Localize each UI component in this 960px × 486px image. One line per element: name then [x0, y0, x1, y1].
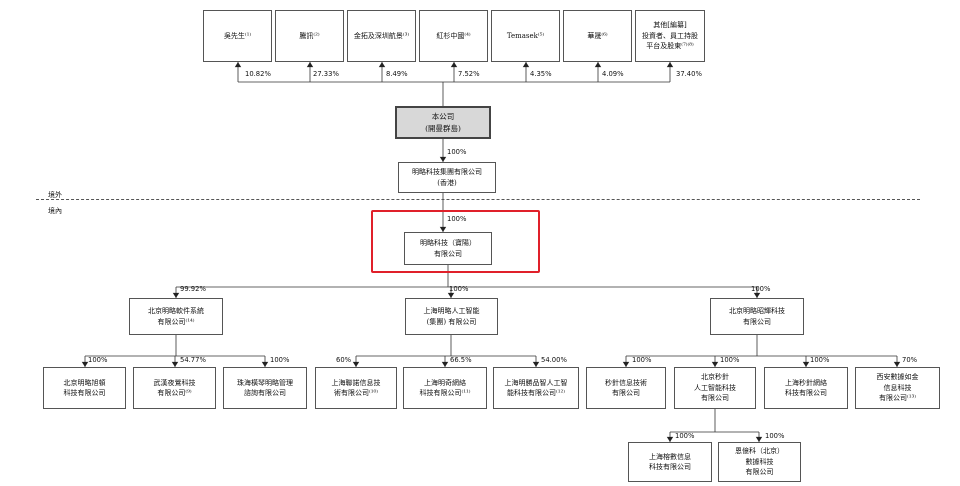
connector-arrow-41	[441, 361, 449, 367]
connector-arrow-35	[261, 361, 269, 367]
shareholder-box-s3: 金拓及深圳航景⁽³⁾	[347, 10, 416, 62]
connector-arrow-7	[450, 62, 458, 68]
child-pct-b1: 60%	[336, 356, 352, 364]
connector-arrow-1	[234, 62, 242, 68]
connector-arrow-31	[81, 361, 89, 367]
child-box-b1: 上海聯諾信息技 術有限公司⁽¹⁰⁾	[315, 367, 397, 409]
connector-arrow-17	[439, 156, 447, 162]
connector-arrow-25	[447, 292, 455, 298]
child-box-c3: 上海秒針網絡 科技有限公司	[764, 367, 848, 409]
child-box-a2: 武漢夜鶯科技 有限公司⁽⁹⁾	[133, 367, 216, 409]
connector-arrow-13	[666, 62, 674, 68]
child-pct-a1: 100%	[88, 356, 108, 364]
overseas-label: 境外	[48, 191, 62, 199]
child-pct-b2: 66.5%	[450, 356, 472, 364]
connector-arrow-59	[755, 436, 763, 442]
child-box-b2: 上海明奇網絡 科技有限公司⁽¹¹⁾	[403, 367, 487, 409]
boundary-divider	[36, 199, 920, 200]
grandchild-pct-c2a: 100%	[675, 432, 695, 440]
connector-arrow-47	[622, 361, 630, 367]
sub-box-b: 上海明略人工智能 (集團) 有限公司	[405, 298, 498, 335]
connector-arrow-57	[666, 436, 674, 442]
shareholder-pct-s1: 10.82%	[245, 70, 271, 78]
hk-entity-box: 明略科技集團有限公司 (香港)	[398, 162, 496, 193]
child-pct-a3: 100%	[270, 356, 290, 364]
child-box-b3: 上海明勝品智人工智 能科技有限公司⁽¹²⁾	[493, 367, 579, 409]
connector-arrow-11	[594, 62, 602, 68]
child-box-a1: 北京明略旭頓 科技有限公司	[43, 367, 126, 409]
connector-arrow-53	[893, 361, 901, 367]
sub-pct-c: 100%	[751, 285, 771, 293]
child-box-c1: 秒針信息技術 有限公司	[586, 367, 666, 409]
connector-arrow-9	[522, 62, 530, 68]
sub-box-c: 北京明略昭輝科技 有限公司	[710, 298, 804, 335]
connector-arrow-5	[378, 62, 386, 68]
opco-pct: 100%	[447, 215, 467, 223]
shareholder-pct-s4: 7.52%	[458, 70, 480, 78]
shareholder-pct-s3: 8.49%	[386, 70, 408, 78]
sub-pct-a: 99.92%	[180, 285, 206, 293]
child-pct-a2: 54.77%	[180, 356, 206, 364]
child-box-a3: 珠海橫琴明略管理 諮詢有限公司	[223, 367, 307, 409]
child-pct-c1: 100%	[632, 356, 652, 364]
shareholder-box-s2: 騰訊⁽²⁾	[275, 10, 344, 62]
child-pct-c4: 70%	[902, 356, 918, 364]
shareholder-pct-s5: 4.35%	[530, 70, 552, 78]
shareholder-box-s5: Temasek⁽⁵⁾	[491, 10, 560, 62]
shareholder-box-s6: 華晟⁽⁶⁾	[563, 10, 632, 62]
connector-arrow-49	[711, 361, 719, 367]
shareholder-pct-s7: 37.40%	[676, 70, 702, 78]
child-box-c4: 西安數據如金 信息科技 有限公司⁽¹³⁾	[855, 367, 940, 409]
shareholder-box-s4: 紅杉中國⁽⁴⁾	[419, 10, 488, 62]
shareholder-box-s1: 吳先生⁽¹⁾	[203, 10, 272, 62]
company-box: 本公司 (開曼群島)	[395, 106, 491, 139]
connector-arrow-3	[306, 62, 314, 68]
connector-arrow-51	[802, 361, 810, 367]
opco-box: 明略科技（寶陽） 有限公司	[404, 232, 492, 265]
shareholder-pct-s2: 27.33%	[313, 70, 339, 78]
shareholder-pct-s6: 4.09%	[602, 70, 624, 78]
sub-box-a: 北京明略軟件系統 有限公司⁽¹⁴⁾	[129, 298, 223, 335]
child-pct-b3: 54.00%	[541, 356, 567, 364]
connector-arrow-23	[172, 292, 180, 298]
grandchild-box-c2a: 上海榕數信息 科技有限公司	[628, 442, 712, 482]
connector-arrow-39	[352, 361, 360, 367]
domestic-label: 境內	[48, 207, 62, 215]
child-pct-c2: 100%	[720, 356, 740, 364]
connector-arrow-43	[532, 361, 540, 367]
sub-pct-b: 100%	[449, 285, 469, 293]
connector-arrow-33	[171, 361, 179, 367]
connector-arrow-19	[439, 226, 447, 232]
highlight-frame	[371, 210, 540, 273]
grandchild-box-c2b: 恩億科（北京） 數據科技 有限公司	[718, 442, 801, 482]
shareholder-box-s7: 其他[編纂] 投資者、員工持股 平台及股東⁽⁷⁾⁽⁸⁾	[635, 10, 705, 62]
child-box-c2: 北京秒針 人工智能科技 有限公司	[674, 367, 756, 409]
grandchild-pct-c2b: 100%	[765, 432, 785, 440]
connector-arrow-27	[753, 292, 761, 298]
child-pct-c3: 100%	[810, 356, 830, 364]
hk-pct: 100%	[447, 148, 467, 156]
